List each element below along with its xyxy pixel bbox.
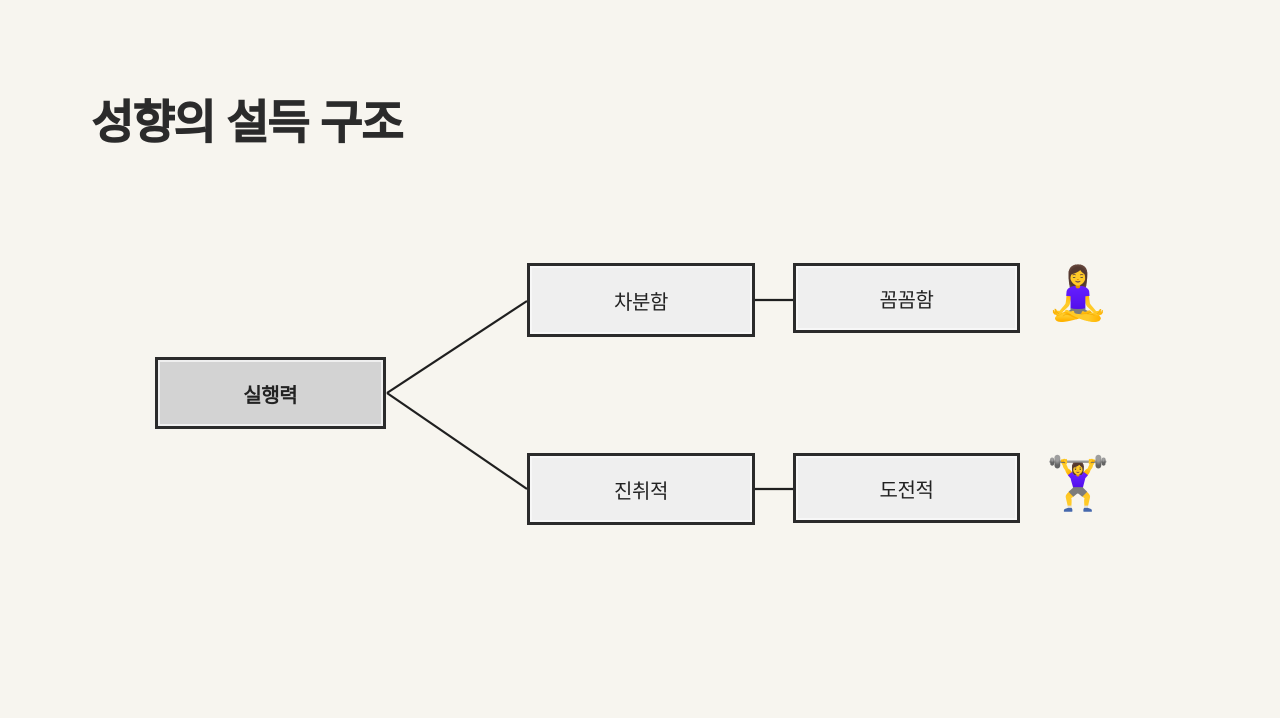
connector-root-to-bottom [386,392,528,490]
node-branch-top-level1[interactable]: 차분함 [527,263,755,337]
node-branch-bottom-level1[interactable]: 진취적 [527,453,755,525]
node-root[interactable]: 실행력 [155,357,386,429]
woman-in-lotus-position-emoji: 🧘‍♀️ [1045,264,1111,324]
woman-lifting-weights-emoji: 🏋️‍♀️ [1045,454,1111,514]
node-branch-top-level2[interactable]: 꼼꼼함 [793,263,1020,333]
connector-root-to-top [386,300,528,394]
page-title: 성향의 설득 구조 [91,95,404,148]
node-branch-bottom-level2[interactable]: 도전적 [793,453,1020,523]
